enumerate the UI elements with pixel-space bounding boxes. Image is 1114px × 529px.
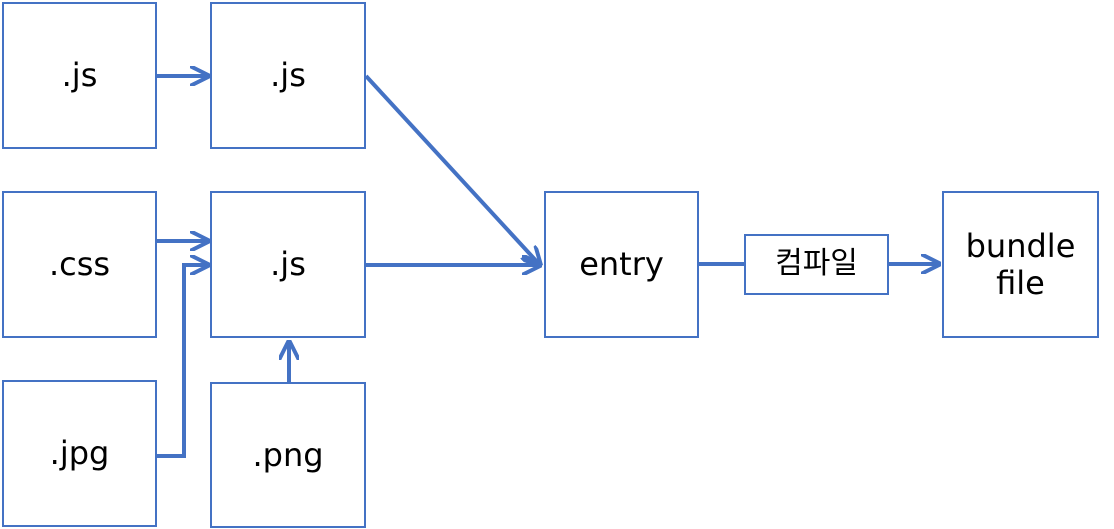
node-module-js-top: .js — [210, 2, 366, 149]
node-source-png: .png — [210, 382, 366, 528]
node-module-js-mid-label: .js — [270, 245, 306, 284]
node-source-js: .js — [2, 2, 157, 149]
node-source-css-label: .css — [48, 245, 111, 284]
node-bundle-file-label: bundle file — [965, 226, 1076, 302]
node-source-jpg-label: .jpg — [49, 434, 110, 473]
node-entry-label: entry — [579, 245, 664, 284]
node-source-css: .css — [2, 191, 157, 338]
node-compile-label: 컴파일 — [775, 246, 858, 282]
node-source-png-label: .png — [252, 435, 324, 474]
node-entry: entry — [544, 191, 699, 338]
node-bundle-file: bundle file — [942, 191, 1099, 338]
node-source-jpg: .jpg — [2, 380, 157, 527]
node-compile: 컴파일 — [744, 234, 889, 295]
edge-jpg-to-js — [157, 265, 208, 458]
edge-jstop-to-entry — [364, 74, 540, 265]
node-module-js-mid: .js — [210, 191, 366, 338]
node-module-js-top-label: .js — [270, 56, 306, 95]
node-source-js-label: .js — [61, 56, 98, 95]
